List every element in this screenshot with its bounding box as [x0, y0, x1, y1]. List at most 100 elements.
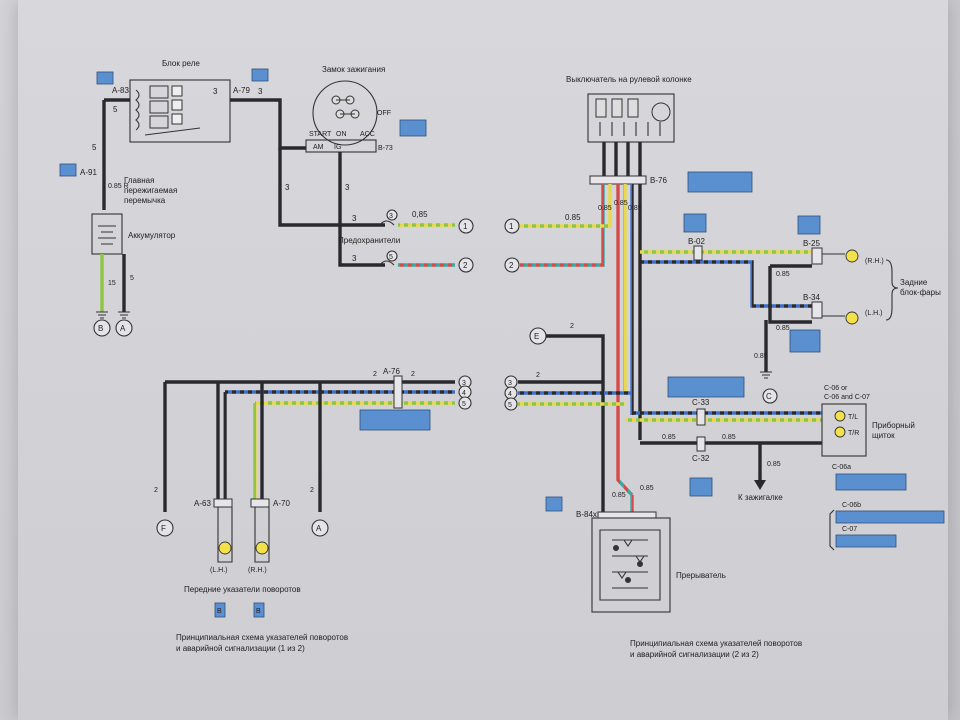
gauge-label: 3 — [213, 87, 218, 96]
conn-label: A-63 — [194, 499, 211, 508]
node-label: 2 — [463, 261, 468, 270]
side-label: (L.H.) — [210, 567, 228, 574]
wire-segment — [640, 260, 812, 308]
battery-plates — [98, 225, 116, 245]
relay-block — [129, 79, 231, 143]
node-f — [156, 519, 174, 537]
gauge-label: 2 — [536, 372, 540, 379]
wire-segment — [768, 266, 812, 324]
conn-label: B-84x — [576, 510, 597, 519]
ground-symbol — [760, 371, 772, 379]
relay-block-label: Блок реле — [162, 59, 200, 68]
gauge-label: 0.85 — [612, 492, 626, 499]
conn-a70 — [250, 498, 270, 508]
pos-ig: IG — [334, 144, 341, 151]
conn-label: C-07 — [842, 526, 857, 533]
connector-icon — [687, 171, 753, 193]
lamp-tl — [834, 410, 846, 422]
pos-am: AM — [313, 144, 324, 151]
interrupter-circuit — [599, 529, 661, 601]
side-label: (L.H.) — [865, 310, 883, 317]
conn-c32 — [696, 436, 706, 452]
wire-node-2-right — [520, 184, 605, 267]
fuse-link-label: перемычка — [124, 196, 166, 205]
lamp-leads — [822, 253, 845, 317]
wire-to-interrupter — [616, 184, 634, 497]
wire-segment — [546, 334, 605, 500]
gauge-label: 3 — [285, 183, 290, 192]
connector-icon — [545, 496, 563, 512]
lamp-tr — [834, 426, 846, 438]
conn-label: C-32 — [692, 454, 710, 463]
fuse-link-label: Главная — [124, 176, 154, 185]
rear-lamps-label: блок-фары — [900, 288, 941, 297]
gauge-label: 0.85 — [754, 353, 768, 360]
conn-b02 — [693, 245, 703, 261]
node-label: E — [534, 332, 539, 341]
node-b — [93, 319, 111, 337]
node-label: F — [161, 524, 166, 533]
lamp-rear-rh — [845, 249, 859, 263]
conn-a79-label: A-79 — [233, 86, 250, 95]
gauge-label: 3 — [352, 254, 357, 263]
ground-symbol — [118, 311, 130, 319]
fuse-link-label: пережигаемая — [124, 186, 177, 195]
node-label: 3 — [462, 380, 466, 387]
connector-icon — [683, 213, 707, 233]
gauge-label: 0.85 — [776, 271, 790, 278]
ignition-contacts — [331, 95, 360, 119]
node-label: 5 — [462, 401, 466, 408]
gauge-label: 5 — [92, 143, 97, 152]
node-5-right — [504, 397, 518, 411]
column-switch-contacts — [595, 98, 671, 136]
gauge-label: 0.85 — [662, 434, 676, 441]
gauge-label: 0.85 — [640, 485, 654, 492]
fuse-label: 3 — [389, 213, 393, 220]
node-label: 3 — [508, 380, 512, 387]
conn-a63 — [213, 498, 233, 508]
connector-icon — [689, 477, 713, 497]
caption-right-line-1: Принципиальная схема указателей поворото… — [630, 639, 802, 648]
gauge-label: 2 — [373, 371, 377, 378]
instrument-cluster-label: щиток — [872, 431, 895, 440]
conn-label: B-34 — [803, 293, 820, 302]
ignition-lock — [312, 80, 378, 146]
node-1-left — [458, 218, 474, 234]
lamp-rear-lh — [845, 311, 859, 325]
connector-icon — [359, 409, 431, 431]
fuse-3 — [386, 209, 398, 221]
connector-icon — [797, 215, 821, 235]
badge-label: B — [256, 608, 261, 615]
cigar-lighter-label: К зажигалке — [738, 493, 783, 502]
pos-acc: ACC — [360, 131, 375, 138]
gauge-label: 2 — [411, 371, 415, 378]
ignition-lock-label: Замок зажигания — [322, 65, 385, 74]
gauge-label: 0.85 — [776, 325, 790, 332]
connector-icon — [835, 534, 897, 548]
node-2-right — [504, 257, 520, 273]
node-5-left — [458, 396, 472, 410]
conn-a76-label: A-76 — [383, 367, 400, 376]
gauge-label: 5 — [130, 275, 134, 282]
node-2-left — [458, 257, 474, 273]
conn-b34 — [811, 301, 823, 319]
connector-icon — [214, 602, 226, 618]
gauge-label: 2 — [310, 487, 314, 494]
fuse-5 — [386, 250, 398, 262]
conn-label: A-70 — [273, 499, 290, 508]
instrument-cluster-label: Приборный — [872, 421, 915, 430]
node-label: B — [98, 324, 103, 333]
rear-lamps-label: Задние — [900, 278, 928, 287]
connector-icon — [59, 163, 77, 177]
node-a-lower — [311, 519, 329, 537]
conn-label: B-25 — [803, 239, 820, 248]
side-label: (R.H.) — [248, 567, 267, 574]
connector-icon — [251, 68, 269, 82]
node-a — [115, 319, 133, 337]
wire-segment — [338, 152, 385, 267]
fuse-symbol — [379, 220, 395, 266]
gauge-label: 0.85 — [628, 205, 642, 212]
gauge-label: 0.85 — [767, 461, 781, 468]
